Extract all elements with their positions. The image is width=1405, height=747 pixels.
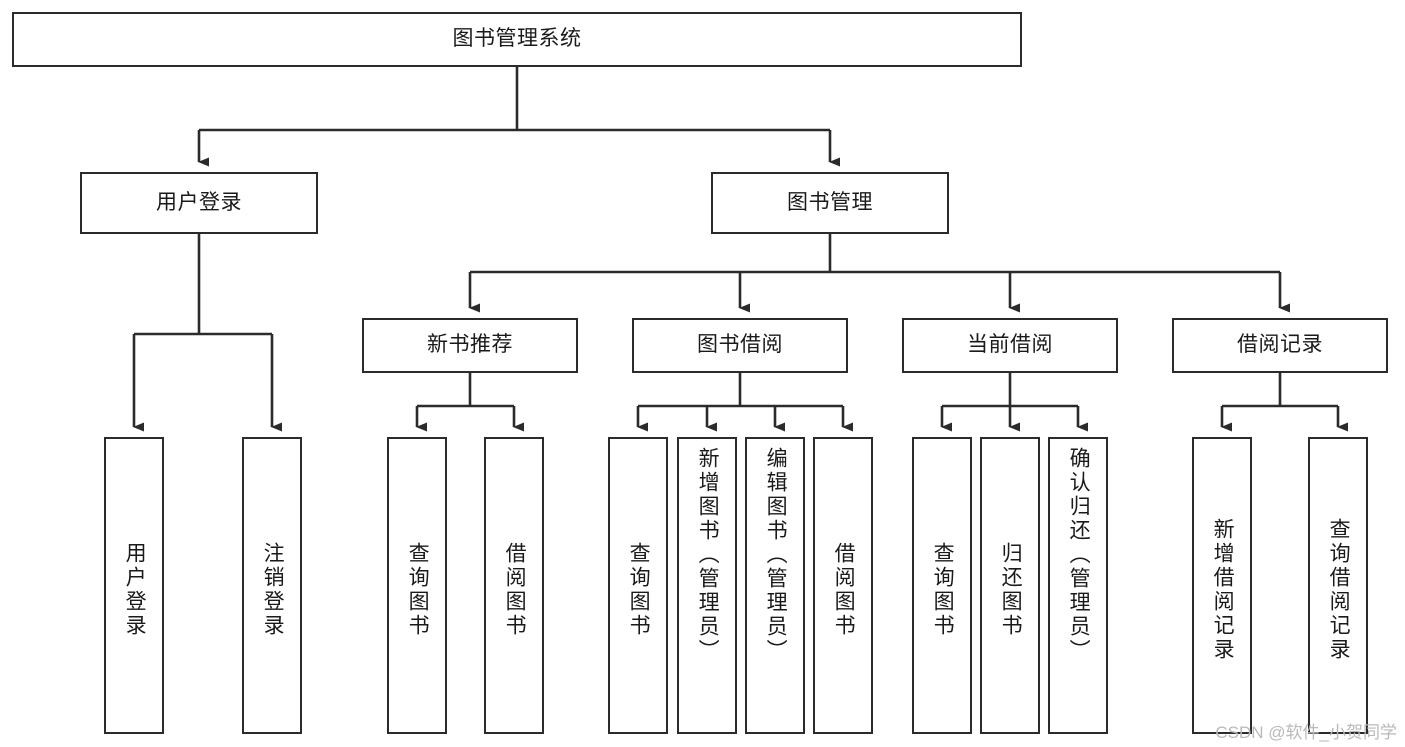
edges-booknav-to-level3 <box>468 234 1290 313</box>
node-leaf-query-record[interactable]: 查询借阅记录 <box>1308 437 1368 734</box>
node-book-management[interactable]: 图书管理 <box>711 172 949 234</box>
node-leaf-user-logout[interactable]: 注销登录 <box>242 437 302 734</box>
edges-root-to-level2 <box>197 67 840 167</box>
node-leaf-return-book[interactable]: 归还图书 <box>980 437 1040 734</box>
node-label: 新增图书（管理员） <box>696 447 720 663</box>
node-label: 新增借阅记录 <box>1211 517 1235 662</box>
node-label: 编辑图书（管理员） <box>764 447 788 663</box>
node-book-borrow[interactable]: 图书借阅 <box>632 318 848 373</box>
node-label: 图书借阅 <box>697 333 783 357</box>
node-label: 查询借阅记录 <box>1327 517 1351 662</box>
node-label: 借阅图书 <box>503 541 527 638</box>
node-label: 注销登录 <box>261 541 285 638</box>
node-label: 借阅记录 <box>1237 333 1323 357</box>
node-label: 查询图书 <box>627 541 651 638</box>
node-leaf-add-book[interactable]: 新增图书（管理员） <box>677 437 737 734</box>
csdn-watermark: CSDN @软件_小贺同学 <box>1215 723 1397 742</box>
node-borrow-record[interactable]: 借阅记录 <box>1172 318 1388 373</box>
node-label: 新书推荐 <box>427 333 513 357</box>
node-new-book-recommend[interactable]: 新书推荐 <box>362 318 578 373</box>
node-label: 用户登录 <box>123 541 147 638</box>
edges-bookborrow-to-leaves <box>636 373 853 432</box>
node-leaf-query-book-2[interactable]: 查询图书 <box>608 437 668 734</box>
node-leaf-add-record[interactable]: 新增借阅记录 <box>1192 437 1252 734</box>
node-leaf-borrow-book-2[interactable]: 借阅图书 <box>813 437 873 734</box>
node-leaf-query-book-3[interactable]: 查询图书 <box>912 437 972 734</box>
node-label: 图书管理系统 <box>452 27 582 51</box>
edges-userlogin-to-leaves <box>132 234 282 432</box>
node-label: 确认归还（管理员） <box>1067 447 1091 663</box>
node-user-login[interactable]: 用户登录 <box>80 172 318 234</box>
node-label: 借阅图书 <box>832 541 856 638</box>
edges-newbook-to-leaves <box>415 373 524 432</box>
node-leaf-query-book-1[interactable]: 查询图书 <box>387 437 447 734</box>
node-label: 归还图书 <box>999 541 1023 638</box>
node-current-borrow[interactable]: 当前借阅 <box>902 318 1118 373</box>
node-leaf-user-login[interactable]: 用户登录 <box>104 437 164 734</box>
node-leaf-borrow-book-1[interactable]: 借阅图书 <box>484 437 544 734</box>
node-label: 图书管理 <box>787 190 873 214</box>
node-label: 查询图书 <box>406 541 430 638</box>
edges-borrowrecord-to-leaves <box>1220 373 1348 432</box>
node-root-system[interactable]: 图书管理系统 <box>12 12 1022 67</box>
edges-currentborrow-to-leaves <box>940 373 1088 432</box>
node-leaf-confirm-return[interactable]: 确认归还（管理员） <box>1048 437 1108 734</box>
node-label: 当前借阅 <box>967 333 1053 357</box>
node-leaf-edit-book[interactable]: 编辑图书（管理员） <box>745 437 805 734</box>
node-label: 查询图书 <box>931 541 955 638</box>
node-label: 用户登录 <box>156 190 242 214</box>
